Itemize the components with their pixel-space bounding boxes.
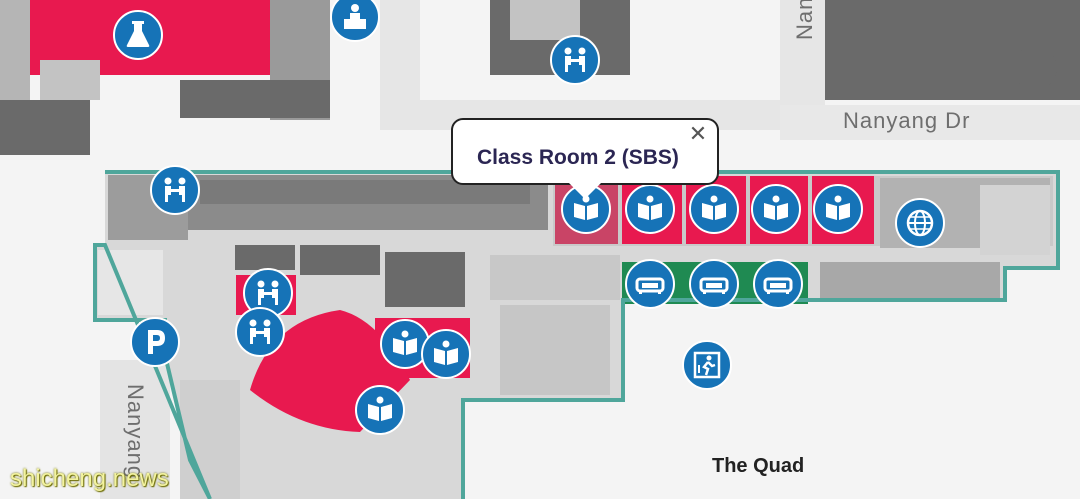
classroom-book-icon[interactable]: [380, 319, 430, 369]
meeting-room-icon[interactable]: [150, 165, 200, 215]
classroom-book-icon[interactable]: [813, 184, 863, 234]
room-info-popup: Class Room 2 (SBS) ✕: [451, 118, 719, 199]
meeting-room-icon[interactable]: [550, 35, 600, 85]
classroom-book-icon[interactable]: [751, 184, 801, 234]
watermark: shicheng.news: [10, 465, 169, 492]
lounge-sofa-icon[interactable]: [689, 259, 739, 309]
lab-flask-icon[interactable]: [113, 10, 163, 60]
close-icon[interactable]: ✕: [688, 122, 708, 147]
popup-title: Class Room 2 (SBS): [477, 146, 679, 169]
classroom-book-icon[interactable]: [355, 385, 405, 435]
street-label-nanyang-left: Nanyang: [123, 384, 148, 479]
popup-pointer: [569, 183, 601, 199]
place-label-the-quad: The Quad: [712, 455, 804, 477]
roads: [100, 0, 1080, 499]
meeting-room-icon[interactable]: [235, 307, 285, 357]
street-label-nanyang-dr: Nanyang Dr: [843, 108, 970, 133]
reception-desk-icon[interactable]: [330, 0, 380, 42]
emergency-exit-icon[interactable]: [682, 340, 732, 390]
street-label-nanyang-top: Nanyang: [792, 0, 817, 40]
classroom-book-icon[interactable]: [625, 184, 675, 234]
lounge-sofa-icon[interactable]: [753, 259, 803, 309]
classroom-book-icon[interactable]: [689, 184, 739, 234]
classroom-book-icon[interactable]: [421, 329, 471, 379]
building-outline: [93, 170, 1060, 499]
globe-icon[interactable]: [895, 198, 945, 248]
parking-icon[interactable]: [130, 317, 180, 367]
lounge-sofa-icon[interactable]: [625, 259, 675, 309]
